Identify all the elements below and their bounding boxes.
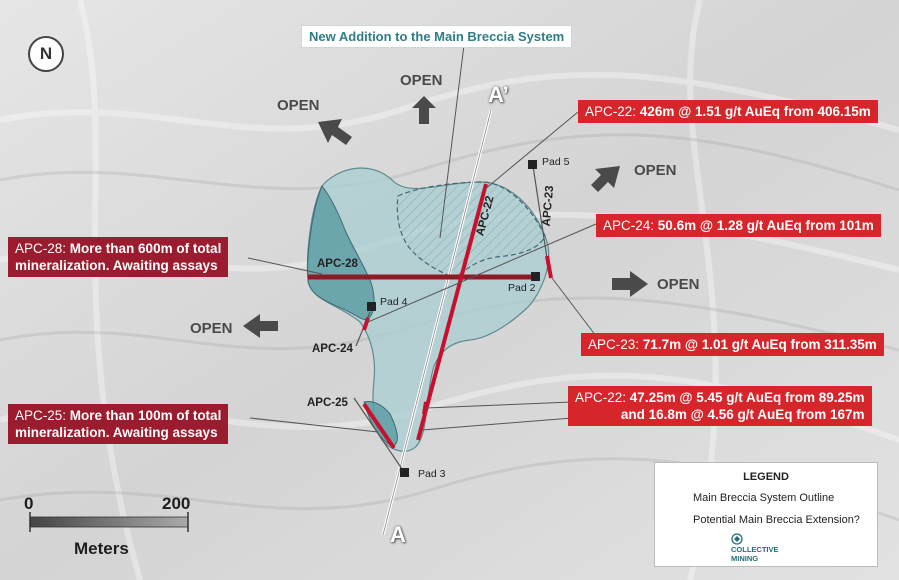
hole-label-apc28: APC-28	[317, 258, 358, 270]
drill-trace-apc22	[416, 183, 488, 441]
callout-hole: APC-23:	[588, 337, 640, 352]
drill-trace-apc25-intercept	[362, 402, 396, 450]
scale-end: 200	[162, 494, 191, 513]
pad3-label: Pad 3	[418, 468, 446, 480]
legend-item-extension: Potential Main Breccia Extension?	[693, 514, 860, 526]
legend-item-main: Main Breccia System Outline	[693, 492, 835, 504]
north-arrow-icon: N	[28, 36, 64, 72]
callout-text-line2: mineralization. Awaiting assays	[15, 425, 218, 440]
pad4-label: Pad 4	[380, 296, 408, 308]
callout-apc23[interactable]: APC-23: 71.7m @ 1.01 g/t AuEq from 311.3…	[581, 333, 884, 356]
open-arrow-ne	[591, 166, 620, 192]
section-label-bottom: A	[390, 522, 406, 547]
open-label-ne: OPEN	[634, 162, 677, 179]
pad2-label: Pad 2	[508, 282, 536, 294]
company-logo: COLLECTIVE MINING	[731, 533, 779, 563]
callout-text-line1: More than 100m of total	[69, 408, 222, 423]
scale-bar	[29, 512, 189, 532]
hole-label-apc25: APC-25	[307, 397, 348, 409]
scale-unit: Meters	[74, 539, 129, 558]
callout-apc28[interactable]: APC-28: More than 600m of total minerali…	[8, 237, 229, 277]
open-arrow-nw	[318, 119, 352, 145]
open-label-e: OPEN	[657, 276, 700, 293]
open-label-nw: OPEN	[277, 97, 320, 114]
callout-text-line1: More than 600m of total	[69, 241, 222, 256]
callout-hole: APC-25:	[15, 408, 67, 423]
new-addition-zone	[396, 181, 546, 279]
breccia-extension-west	[307, 185, 375, 320]
open-arrow-n	[412, 96, 436, 124]
callout-apc24[interactable]: APC-24: 50.6m @ 1.28 g/t AuEq from 101m	[596, 214, 881, 237]
open-label-w: OPEN	[190, 320, 233, 337]
drill-trace-apc24-intercept	[362, 317, 370, 331]
drill-traces	[308, 165, 553, 473]
open-label-n: OPEN	[400, 72, 443, 89]
hole-label-apc24: APC-24	[312, 343, 353, 355]
pad2-marker[interactable]	[531, 272, 540, 281]
callout-text-line2: and 16.8m @ 4.56 g/t AuEq from 167m	[620, 407, 865, 422]
callout-text: 426m @ 1.51 g/t AuEq from 406.15m	[639, 104, 871, 119]
pad5-label: Pad 5	[542, 156, 570, 168]
legend-title: LEGEND	[743, 471, 789, 483]
open-arrows	[243, 96, 648, 338]
drill-trace-apc22-shallow	[422, 401, 428, 415]
callout-text-line1: 47.25m @ 5.45 g/t AuEq from 89.25m	[629, 390, 865, 405]
open-arrow-w	[243, 314, 278, 338]
callout-hole: APC-24:	[603, 218, 655, 233]
callout-hole: APC-28:	[15, 241, 67, 256]
north-label: N	[39, 44, 53, 63]
logo-line2: MINING	[731, 554, 759, 563]
callout-text: 71.7m @ 1.01 g/t AuEq from 311.35m	[642, 337, 877, 352]
logo-icon	[731, 533, 743, 545]
new-addition-banner: New Addition to the Main Breccia System	[301, 25, 573, 48]
callout-apc22-bottom[interactable]: APC-22: 47.25m @ 5.45 g/t AuEq from 89.2…	[568, 386, 872, 426]
callout-apc25[interactable]: APC-25: More than 100m of total minerali…	[8, 404, 229, 444]
callout-text: 50.6m @ 1.28 g/t AuEq from 101m	[657, 218, 874, 233]
section-label-top: A’	[488, 82, 509, 107]
drill-trace-apc23-intercept	[545, 255, 553, 279]
drill-trace-apc25	[353, 397, 405, 473]
pad5-marker[interactable]	[528, 160, 537, 169]
callout-hole: APC-22:	[585, 104, 637, 119]
callout-hole: APC-22:	[575, 390, 627, 405]
open-arrow-e	[612, 271, 648, 297]
scale-start: 0	[24, 494, 34, 513]
callout-apc22-top[interactable]: APC-22: 426m @ 1.51 g/t AuEq from 406.15…	[578, 100, 878, 123]
logo-line1: COLLECTIVE	[731, 545, 779, 554]
pad4-marker[interactable]	[367, 302, 376, 311]
legend: LEGEND Main Breccia System Outline Poten…	[654, 462, 878, 567]
leader-lines	[247, 44, 597, 433]
pad3-marker[interactable]	[400, 468, 409, 477]
callout-text-line2: mineralization. Awaiting assays	[15, 258, 218, 273]
